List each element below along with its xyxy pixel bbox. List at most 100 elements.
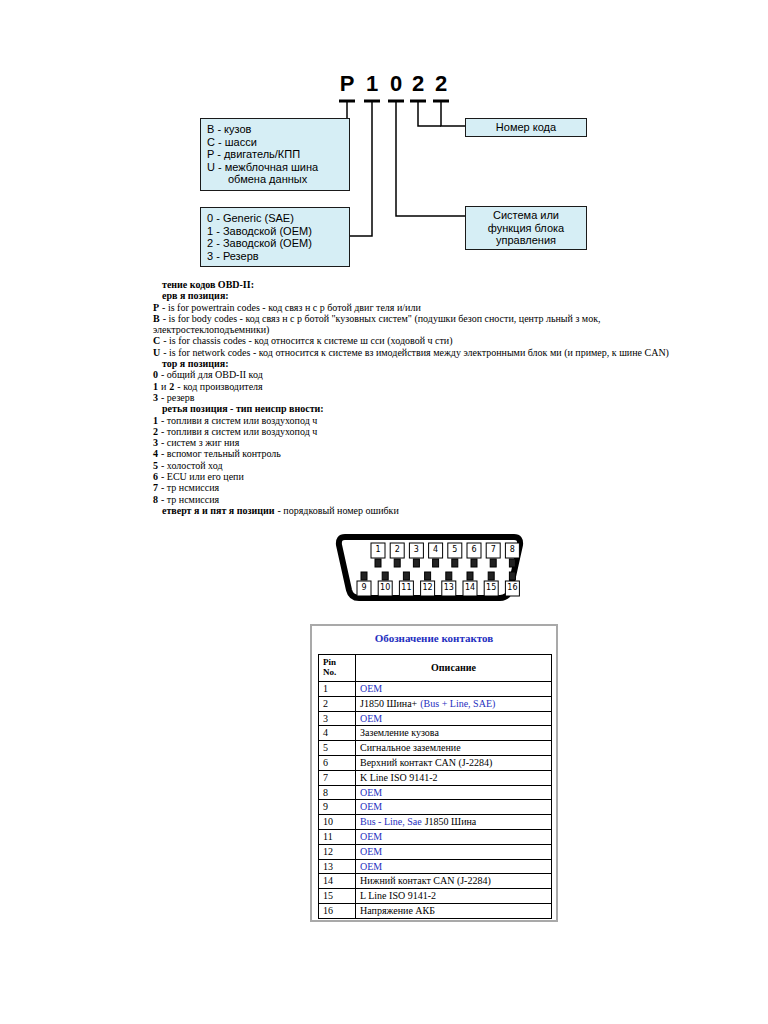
- table-title: Обозначение контактов: [316, 628, 552, 654]
- text-line: C- is for chassis codes - код относится …: [153, 335, 701, 346]
- pin-number: 5: [448, 545, 462, 555]
- note-text: - ECU или его цепи: [161, 471, 244, 482]
- text-line: 4- вспомог тельный контроль: [153, 448, 701, 459]
- pin-cell: 13: [318, 859, 356, 875]
- text-line: тение кодов OBD-II:: [162, 279, 701, 290]
- pin-cell-text: 3: [323, 713, 328, 724]
- text-line: тор я позиция:: [162, 358, 701, 369]
- note-text: ретья позиция - тип неиспр вности:: [162, 403, 324, 414]
- pin-cell-text: 9: [323, 801, 328, 812]
- text-line: ерв я позиция:: [162, 290, 701, 301]
- pin-cell: 16: [318, 903, 356, 919]
- note-text: - код производителя: [177, 381, 262, 392]
- pin-number-text: 13: [444, 583, 454, 592]
- text-line: етверт я и пят я позиции- порядковый ном…: [162, 505, 701, 516]
- pin-shape: [471, 559, 477, 567]
- description-cell: OEM: [355, 681, 552, 697]
- note-text: ерв я позиция:: [162, 290, 229, 301]
- text-line: 1- топливи я систем или воздухопод ч: [153, 415, 701, 426]
- pin-number-text: 7: [491, 545, 496, 554]
- note-text: 4: [153, 448, 158, 459]
- note-text: - is for network codes - код относится к…: [163, 347, 669, 358]
- note-text: етверт я и пят я позиции: [162, 505, 275, 516]
- note-text: тор я позиция:: [162, 358, 229, 369]
- pin-number: 12: [421, 583, 435, 593]
- pin-cell: 9: [318, 799, 356, 815]
- description-cell: OEM: [355, 711, 552, 727]
- pin-cell: 6: [318, 755, 356, 771]
- pin-number: 7: [486, 545, 500, 555]
- note-text: 3: [153, 437, 158, 448]
- box-text: C - шасси: [228, 136, 345, 149]
- pin-number-text: 8: [510, 545, 515, 554]
- pin-cell-text: 13: [323, 861, 333, 872]
- box-text: P - двигатель/КПП: [228, 148, 345, 161]
- header-cell: Описание: [355, 654, 552, 682]
- description-cell: Верхний контакт CAN (J-2284): [355, 755, 552, 771]
- pin-shape: [486, 543, 500, 558]
- code-box: 0 - Generic (SAE)1 - Заводской (OEM)2 - …: [200, 207, 350, 267]
- pin-number-text: 1: [375, 545, 380, 554]
- pin-number-text: 15: [486, 583, 496, 592]
- pin-shape: [403, 572, 409, 580]
- pin-cell-text: 1: [323, 683, 328, 694]
- pin-cell: 8: [318, 785, 356, 801]
- note-text: 7: [153, 482, 158, 493]
- description-text: OEM: [360, 861, 382, 872]
- description-cell: Bus - Line, SaeJ1850 Шина: [355, 814, 552, 830]
- text-line: ретья позиция - тип неиспр вности:: [162, 403, 701, 414]
- description-text: Bus - Line, Sae: [360, 816, 422, 827]
- pin-shape: [413, 559, 419, 567]
- pin-cell-text: 12: [323, 846, 333, 857]
- note-text: - порядковый номер ошибки: [278, 505, 399, 516]
- pin-number: 11: [399, 583, 413, 593]
- pin-cell: 7: [318, 770, 356, 786]
- note-text: - холостой ход: [161, 460, 223, 471]
- box-text: 2 - Заводской (OEM): [228, 237, 345, 250]
- pin-shape: [467, 572, 473, 580]
- pin-cell: 1: [318, 681, 356, 697]
- pin-number-text: 12: [423, 583, 433, 592]
- pin-shape: [399, 581, 413, 596]
- pin-cell-text: 7: [323, 772, 328, 783]
- note-text: - общий для OBD-II код: [161, 369, 263, 380]
- note-text: C: [153, 335, 160, 346]
- code-character: P: [337, 71, 357, 97]
- description-text: J1850 Шина: [425, 816, 477, 827]
- pin-shape: [382, 572, 388, 580]
- description-cell: J1850 Шина+(Bus + Line, SAE): [355, 696, 552, 712]
- pin-number: 3: [409, 545, 423, 555]
- pin-shape: [448, 543, 462, 558]
- description-text: OEM: [360, 683, 382, 694]
- description-text: OEM: [360, 787, 382, 798]
- pin-shape: [425, 572, 431, 580]
- pin-cell-text: 8: [323, 787, 328, 798]
- pin-shape: [488, 572, 494, 580]
- pin-number: 14: [463, 583, 477, 593]
- pin-number: 16: [505, 583, 519, 593]
- text-line: 0- общий для OBD-II код: [153, 369, 701, 380]
- text-line: 2- топливи я систем или воздухопод ч: [153, 426, 701, 437]
- pin-number: 6: [467, 545, 481, 555]
- pin-cell-text: 10: [323, 816, 333, 827]
- code-box: B - кузовC - шассиP - двигатель/КППU - м…: [200, 118, 350, 191]
- description-cell: Заземление кузова: [355, 725, 552, 741]
- description-cell: OEM: [355, 844, 552, 860]
- note-text: - резерв: [161, 392, 195, 403]
- code-character-text: P: [340, 71, 355, 96]
- description-cell: OEM: [355, 829, 552, 845]
- pin-shape: [378, 581, 392, 596]
- description-cell: OEM: [355, 859, 552, 875]
- code-character: 2: [408, 71, 428, 97]
- pin-number: 9: [357, 583, 371, 593]
- pin-shape: [509, 572, 515, 580]
- text-line: U- is for network codes - код относится …: [153, 347, 701, 358]
- pin-shape: [357, 581, 371, 596]
- pin-shape: [433, 559, 439, 567]
- pin-number: 10: [378, 583, 392, 593]
- note-text: - топливи я систем или воздухопод ч: [161, 415, 317, 426]
- note-text: - is for body codes - код связ н с р бот…: [153, 313, 601, 335]
- pin-shape: [463, 581, 477, 596]
- code-box: Система или функция блока управления: [465, 206, 587, 250]
